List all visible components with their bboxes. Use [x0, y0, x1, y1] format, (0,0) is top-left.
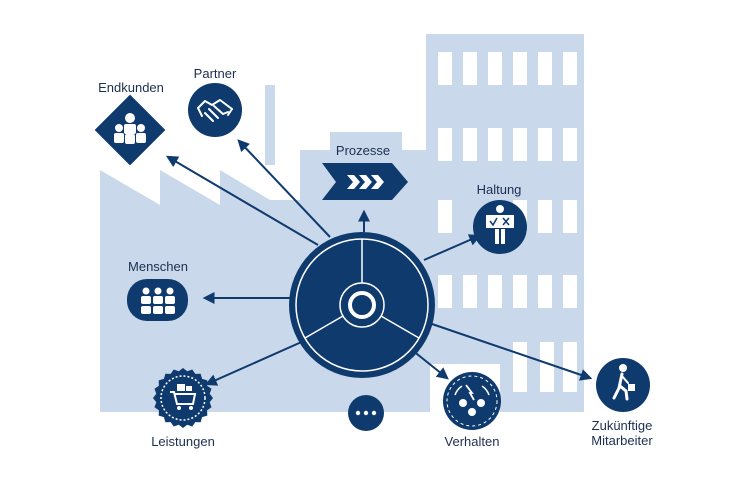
- shopping-cart-badge-icon: [170, 384, 197, 410]
- office-tower: [426, 34, 584, 364]
- arrow-to-partner: [237, 139, 331, 238]
- menschen-label: Menschen: [128, 259, 188, 274]
- customers-group-icon: [114, 113, 146, 144]
- arrow-to-verhalten: [411, 349, 449, 380]
- prozesse-label: Prozesse: [335, 143, 391, 158]
- walking-person-icon: [612, 364, 635, 401]
- menschen-node: [127, 279, 188, 321]
- tower-windows: [438, 52, 577, 392]
- haltung-label: Haltung: [476, 182, 522, 197]
- partner-node: [188, 83, 242, 137]
- leistungen-label: Leistungen: [151, 434, 215, 449]
- handshake-icon: [197, 99, 233, 122]
- arrow-to-leistungen: [204, 339, 307, 386]
- more-node: [348, 395, 384, 431]
- endkunden-label: Endkunden: [98, 80, 164, 95]
- factory-roof-step: [330, 132, 402, 152]
- verhalten-label: Verhalten: [444, 434, 500, 449]
- verhalten-node: [443, 372, 501, 430]
- leistungen-node: [153, 368, 213, 428]
- arrow-to-mitarbeiter: [431, 323, 593, 381]
- endkunden-node: [94, 94, 166, 166]
- mitarbeiter-label-line1: Zukünftige: [591, 418, 653, 433]
- mitarbeiter-label-line2: Mitarbeiter: [591, 433, 653, 448]
- person-with-checkmark-sign-icon: [486, 205, 514, 244]
- prozesse-node: [322, 163, 408, 200]
- arrow-to-haltung: [423, 234, 482, 261]
- haltung-node: [473, 200, 527, 254]
- connection-arrows: [165, 139, 593, 386]
- factory-sawtooth-roof: [100, 170, 300, 412]
- chimney: [265, 85, 275, 165]
- behavior-cycle-icon: [454, 384, 490, 416]
- central-wheel-icon: [289, 232, 435, 378]
- chevrons-right-icon: [347, 175, 384, 189]
- mitarbeiter-node: [596, 358, 650, 412]
- ellipsis-icon: [355, 410, 377, 416]
- partner-label: Partner: [193, 66, 237, 81]
- arrow-to-endkunden: [165, 155, 319, 246]
- people-group-icon: [141, 287, 175, 314]
